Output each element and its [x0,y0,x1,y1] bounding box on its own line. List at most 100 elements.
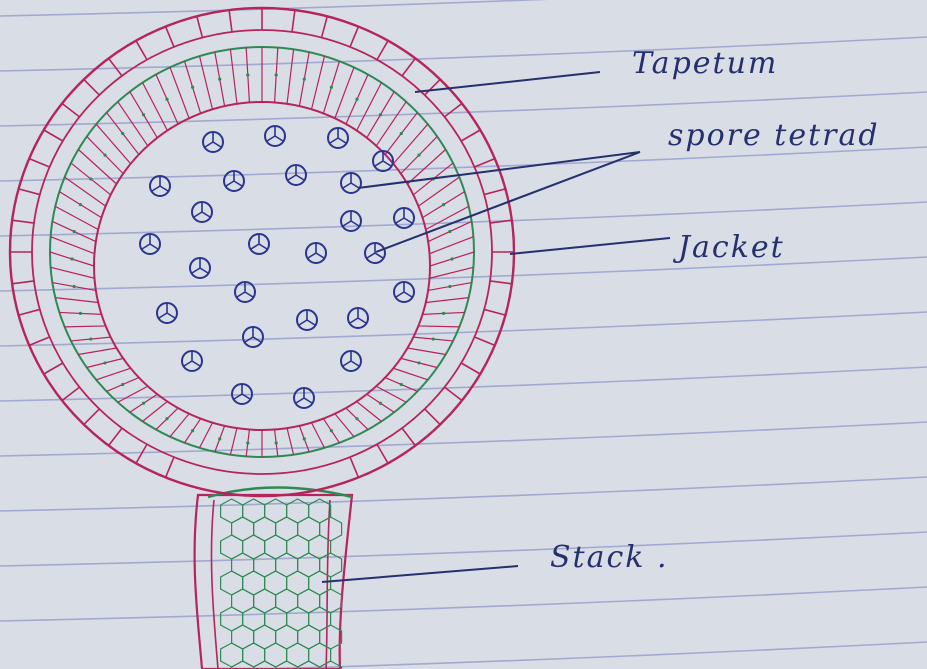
spore-tetrad [249,234,269,254]
spore-tetrad-division [330,129,346,143]
tapetum-cell-wall [287,49,294,104]
tapetum-nucleus [379,402,382,405]
jacket-cell-wall [474,337,494,345]
tapetum-outer-boundary [50,47,474,457]
jacket-cell-wall [19,189,40,195]
spore-tetrad-division [267,127,283,141]
spore-tetrad-division [205,133,221,147]
spore-tetrads [140,126,414,408]
jacket-cell-wall [377,41,388,60]
tapetum-cell-wall [96,124,130,164]
jacket-cell-wall [84,409,100,425]
jacket-cell-wall [166,457,174,477]
tapetum-nucleus [142,113,145,116]
tapetum-cell-wall [65,326,106,327]
tapetum-nucleus [442,203,445,206]
tapetum-cell-wall [96,368,130,380]
tapetum-nucleus [165,98,168,101]
ruled-line [0,257,927,291]
spore-tetrad [243,327,263,347]
tapetum-cell-wall [200,423,213,448]
tapetum-nucleus [355,417,358,420]
spore-tetrad-division [159,304,175,318]
tapetum-cell-wall [143,402,168,422]
spore-tetrad [224,171,244,191]
label-spore-tetrad: spore tetrad [668,118,880,153]
tapetum-nucleus [448,230,451,233]
jacket-cell-wall [12,220,34,223]
tapetum-cell-wall [393,124,427,164]
spore-tetrad-division [343,174,359,188]
tapetum-cell-wall [430,237,474,254]
jacket-cell-wall [444,103,461,116]
stalk-cell [254,661,276,669]
spore-tetrad-division [350,309,366,323]
tapetum-cell-wall [78,348,116,355]
tapetum-nucleus [417,361,420,364]
tapetum-layer [50,47,474,457]
tapetum-nucleus [121,383,124,386]
leader-jacket [510,238,670,254]
jacket-cell-wall [322,16,328,37]
spore-tetrad-division [251,235,267,249]
jacket-cell-wall [377,444,388,463]
tapetum-cell-wall [393,368,427,380]
spore-tetrad-division [192,259,208,273]
jacket-cell-wall [444,387,461,400]
spore-tetrad [341,211,361,231]
stalk-cell [232,661,254,669]
ruled-line [0,37,927,71]
tapetum-nucleus [246,441,249,444]
spore-tetrad [265,126,285,146]
spore-tetrad [297,310,317,330]
tapetum-nucleus [70,257,73,260]
spore-tetrad [286,165,306,185]
jacket-cell-wall [44,130,63,141]
spore-tetrad [203,132,223,152]
spore-tetrad [140,234,160,254]
spore-tetrad-division [396,283,412,297]
tapetum-nucleus [246,73,249,76]
tapetum-cells [50,47,474,457]
spore-tetrad-division [308,244,324,258]
tapetum-cell-wall [118,386,148,402]
tapetum-cell-wall [357,402,382,422]
tapetum-nucleus [191,86,194,89]
jacket-cell-wall [109,58,122,75]
tapetum-nucleus [275,73,278,76]
tapetum-cell-wall [335,414,354,437]
spore-tetrad [394,282,414,302]
tapetum-nucleus [448,285,451,288]
spore-tetrad-division [396,209,412,223]
tapetum-nucleus [450,257,453,260]
label-tapetum: Tapetum [632,46,778,81]
spore-tetrad-division [234,385,250,399]
spore-tetrad [150,176,170,196]
tapetum-nucleus [79,203,82,206]
jacket-cell-wall [461,363,480,374]
spore-tetrad [341,351,361,371]
tapetum-nucleus [303,437,306,440]
jacket-cell-wall [402,58,415,75]
tapetum-cell-wall [51,237,95,254]
tapetum-cell-wall [170,414,189,437]
jacket-cell-wall [136,444,147,463]
spore-tetrad [306,243,326,263]
tapetum-cell-wall [65,177,106,206]
tapetum-cell-wall [418,177,459,206]
tapetum-cell-wall [55,298,98,303]
tapetum-cell-wall [376,386,406,402]
jacket-cell-wall [229,10,232,32]
tapetum-cell-wall [426,298,469,303]
tapetum-nucleus [303,78,306,81]
spore-tetrad-division [343,352,359,366]
tapetum-nucleus [400,132,403,135]
jacket-cell-wall [109,428,122,445]
tapetum-nucleus [73,230,76,233]
spore-tetrad [348,308,368,328]
tapetum-cell-wall [51,267,95,278]
spore-tetrad [341,173,361,193]
